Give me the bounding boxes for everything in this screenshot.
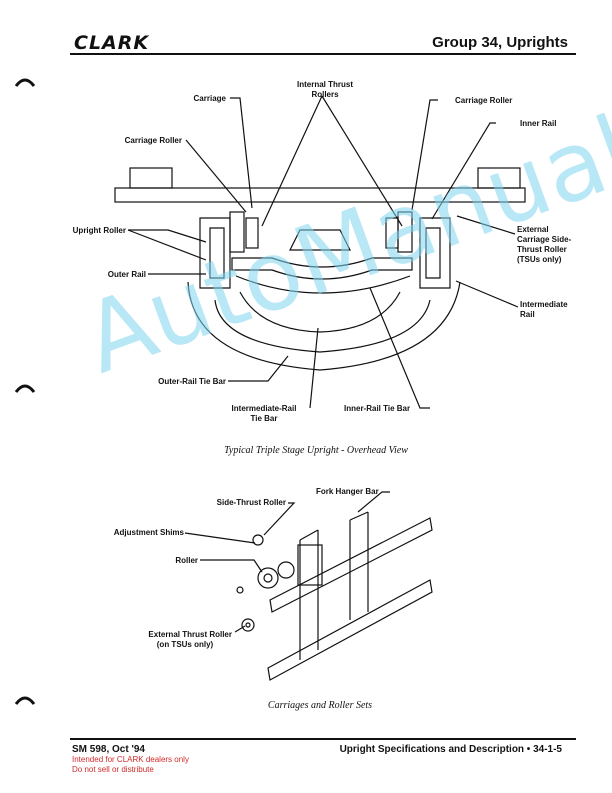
- label-external-thrust-roller: External Thrust Roller: [148, 630, 232, 639]
- header-rule: [70, 53, 576, 55]
- page-title: Group 34, Uprights: [432, 34, 568, 51]
- footer-page-ref: Upright Specifications and Description •…: [339, 744, 562, 755]
- label-external-thrust-tsu: (on TSUs only): [156, 640, 214, 649]
- label-outer-rail: Outer Rail: [107, 270, 146, 279]
- binder-mark-icon: [14, 384, 36, 393]
- label-external-2: Carriage Side-: [517, 235, 572, 244]
- label-inner-tie-bar: Inner-Rail Tie Bar: [344, 404, 411, 413]
- label-intermediate-2: Rail: [520, 310, 535, 319]
- binder-mark-icon: [14, 696, 36, 705]
- dealer-note-1: Intended for CLARK dealers only: [72, 755, 189, 764]
- figure1-caption: Typical Triple Stage Upright - Overhead …: [224, 445, 408, 456]
- label-intermediate-1: Intermediate: [520, 300, 568, 309]
- footer-rule: [70, 738, 576, 740]
- label-external-3: Thrust Roller: [517, 245, 567, 254]
- label-external-1: External: [517, 225, 549, 234]
- dealer-note-2: Do not sell or distribute: [72, 765, 154, 774]
- footer-doc-id: SM 598, Oct '94: [72, 744, 145, 755]
- label-internal-thrust: Internal Thrust: [296, 80, 353, 89]
- label-intermediate-tie-2: Tie Bar: [250, 414, 278, 423]
- label-internal-thrust-rollers: Rollers: [311, 90, 339, 99]
- binder-mark-icon: [14, 78, 36, 87]
- label-external-4: (TSUs only): [517, 255, 562, 264]
- label-inner-rail: Inner Rail: [520, 119, 557, 128]
- label-intermediate-tie-1: Intermediate-Rail: [231, 404, 297, 413]
- label-adjustment-shims: Adjustment Shims: [113, 528, 184, 537]
- label-carriage: Carriage: [193, 94, 226, 103]
- label-carriage-roller-right: Carriage Roller: [455, 96, 513, 105]
- label-side-thrust-roller: Side-Thrust Roller: [216, 498, 286, 507]
- label-upright-roller: Upright Roller: [72, 226, 126, 235]
- label-outer-tie-bar: Outer-Rail Tie Bar: [158, 377, 226, 386]
- clark-logo: CLARK: [74, 32, 150, 54]
- figure2-caption: Carriages and Roller Sets: [267, 700, 373, 711]
- label-carriage-roller-left: Carriage Roller: [124, 136, 182, 145]
- label-roller: Roller: [175, 556, 198, 565]
- label-fork-hanger-bar: Fork Hanger Bar: [316, 487, 379, 496]
